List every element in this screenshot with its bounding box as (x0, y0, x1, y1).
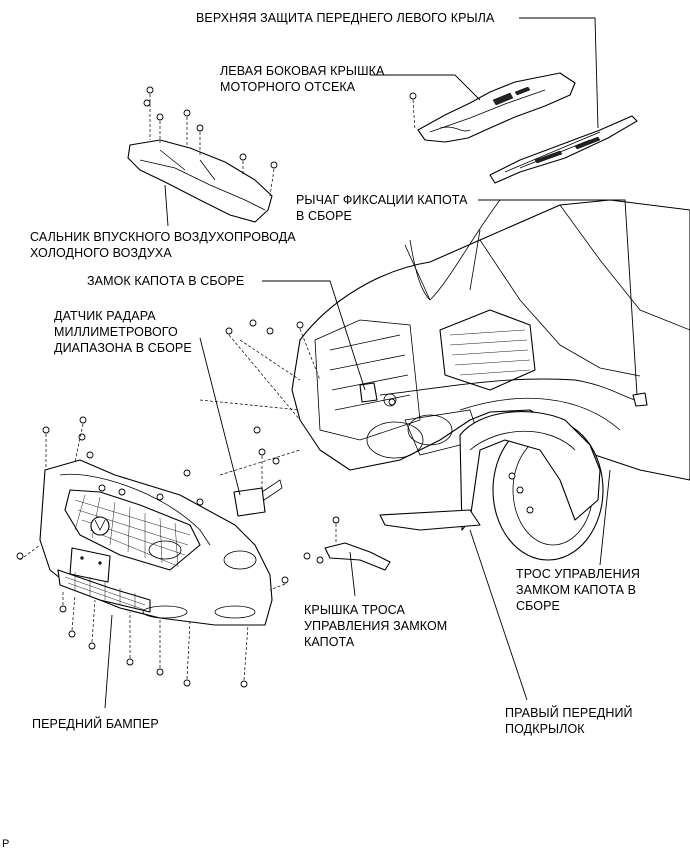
bolt-icon (16, 416, 289, 688)
cool-air-intake-seal-part (127, 86, 278, 223)
label-line: ПРАВЫЙ ПЕРЕДНИЙ (505, 706, 633, 720)
label-hood-lock: ЗАМОК КАПОТА В СБОРЕ (87, 273, 244, 289)
label-line: ХОЛОДНОГО ВОЗДУХА (30, 246, 172, 260)
label-line: ПОДКРЫЛОК (505, 722, 585, 736)
label-line: В СБОРЕ (296, 209, 352, 223)
label-line: МОТОРНОГО ОТСЕКА (220, 80, 356, 94)
label-line: ЛЕВАЯ БОКОВАЯ КРЫШКА (220, 64, 385, 78)
engine-side-cover-part (409, 72, 576, 143)
label-hood-lock-cable: ТРОС УПРАВЛЕНИЯ ЗАМКОМ КАПОТА В СБОРЕ (516, 566, 640, 614)
car-body-outline (291, 199, 690, 561)
label-line: САЛЬНИК ВПУСКНОГО ВОЗДУХОПРОВОДА (30, 230, 296, 244)
label-front-bumper: ПЕРЕДНИЙ БАМПЕР (32, 716, 159, 732)
label-line: МИЛЛИМЕТРОВОГО (54, 325, 178, 339)
label-line: ПЕРЕДНИЙ БАМПЕР (32, 717, 159, 731)
corner-mark: P (2, 838, 10, 850)
label-line: КАПОТА (304, 635, 355, 649)
label-upper-fender-cover: ВЕРХНЯЯ ЗАЩИТА ПЕРЕДНЕГО ЛЕВОГО КРЫЛА (196, 10, 494, 26)
label-line: ЗАМКОМ КАПОТА В (516, 583, 637, 597)
label-radar-sensor: ДАТЧИК РАДАРА МИЛЛИМЕТРОВОГО ДИАПАЗОНА В… (54, 308, 192, 356)
label-engine-side-cover: ЛЕВАЯ БОКОВАЯ КРЫШКА МОТОРНОГО ОТСЕКА (220, 63, 384, 95)
label-line: ДАТЧИК РАДАРА (54, 309, 156, 323)
label-cool-air-intake-seal: САЛЬНИК ВПУСКНОГО ВОЗДУХОПРОВОДА ХОЛОДНО… (30, 229, 296, 261)
label-line: РЫЧАГ ФИКСАЦИИ КАПОТА (296, 193, 468, 207)
label-line: КРЫШКА ТРОСА (304, 603, 405, 617)
label-line: УПРАВЛЕНИЯ ЗАМКОМ (304, 619, 448, 633)
label-cable-cover: КРЫШКА ТРОСА УПРАВЛЕНИЯ ЗАМКОМ КАПОТА (304, 602, 447, 650)
leader-lines (104, 17, 638, 709)
front-bumper-part (16, 339, 301, 688)
label-line: ТРОС УПРАВЛЕНИЯ (516, 567, 640, 581)
label-line: СБОРЕ (516, 599, 560, 613)
bolt-icon (143, 86, 278, 169)
label-hood-lock-lever: РЫЧАГ ФИКСАЦИИ КАПОТА В СБОРЕ (296, 192, 468, 224)
label-front-fender-liner: ПРАВЫЙ ПЕРЕДНИЙ ПОДКРЫЛОК (505, 705, 633, 737)
cable-cover-part (303, 516, 391, 571)
upper-fender-cover-part (489, 115, 638, 184)
label-line: ВЕРХНЯЯ ЗАЩИТА ПЕРЕДНЕГО ЛЕВОГО КРЫЛА (196, 11, 495, 25)
label-line: ЗАМОК КАПОТА В СБОРЕ (87, 274, 245, 288)
label-line: ДИАПАЗОНА В СБОРЕ (54, 341, 192, 355)
